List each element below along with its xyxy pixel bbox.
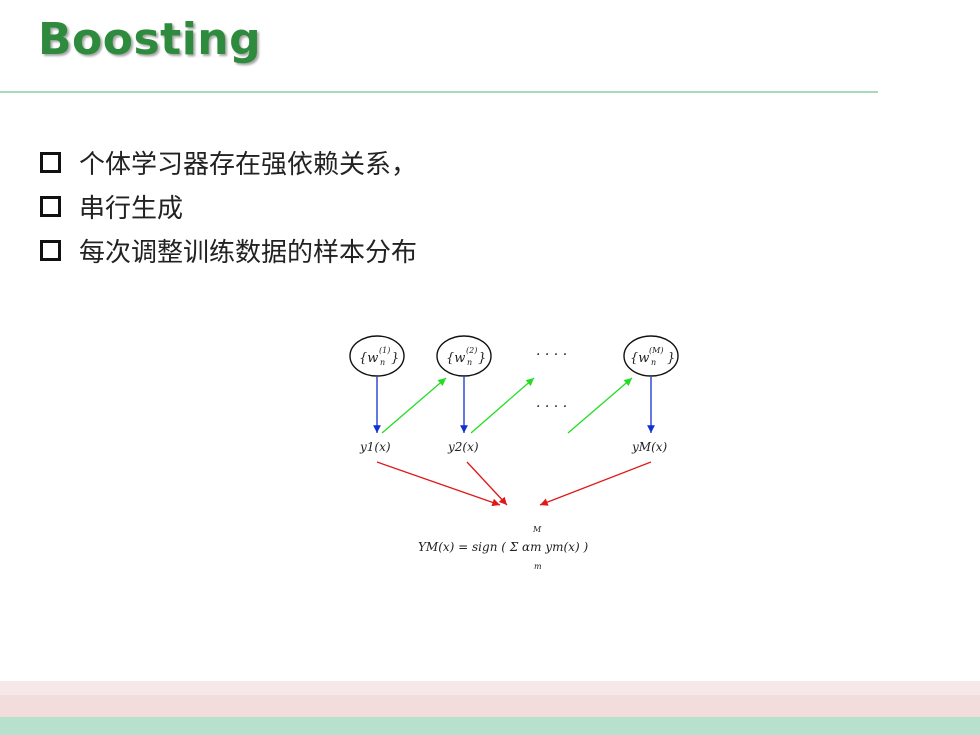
square-bullet-icon — [40, 195, 61, 217]
ellipsis-middle: · · · · — [536, 399, 567, 415]
sum-lower-limit: m — [534, 562, 542, 571]
square-bullet-icon — [40, 239, 61, 261]
bullet-text: 串行生成 — [79, 193, 184, 224]
footer-band — [0, 717, 980, 735]
bullet-item: 每次调整训练数据的样本分布 — [40, 228, 417, 272]
svg-text:}: } — [478, 351, 486, 366]
output-label-2: y2(x) — [447, 440, 479, 454]
weight-superscript: (M) — [649, 346, 663, 355]
weight-node-m: {w (M) n } — [623, 335, 679, 377]
slide-title: Boosting — [38, 14, 262, 65]
weight-subscript: n — [651, 358, 656, 367]
combine-arrow — [376, 461, 501, 507]
weight-label: {w — [630, 351, 649, 366]
footer-band — [0, 681, 980, 695]
svg-text:}: } — [667, 351, 675, 366]
weight-subscript: n — [467, 358, 472, 367]
weight-label: {w — [446, 351, 465, 366]
combine-arrow — [466, 461, 508, 506]
formula: YM(x) = sign ( Σ αm ym(x) ) M m — [418, 525, 588, 571]
output-label-1: y1(x) — [359, 440, 391, 454]
footer-band — [0, 695, 980, 717]
bullet-item: 串行生成 — [40, 184, 417, 228]
weight-node-1: {w (1) n } — [349, 335, 405, 377]
weight-label: {w — [359, 351, 378, 366]
weight-node-2: {w (2) n } — [436, 335, 492, 377]
forward-arrow — [381, 377, 447, 434]
ellipsis-top: · · · · — [536, 347, 567, 363]
weight-superscript: (2) — [466, 346, 477, 355]
forward-arrow — [567, 377, 633, 434]
output-label-m: yM(x) — [631, 440, 668, 454]
svg-text:}: } — [391, 351, 399, 366]
boosting-diagram: {w (1) n } {w (2) n } {w (M) n } · · · ·… — [340, 325, 685, 580]
bullet-text: 每次调整训练数据的样本分布 — [79, 237, 418, 268]
bullet-item: 个体学习器存在强依赖关系， — [40, 140, 417, 184]
sum-upper-limit: M — [532, 525, 542, 534]
formula-text: YM(x) = sign ( Σ αm ym(x) ) — [418, 540, 588, 554]
weight-superscript: (1) — [379, 346, 390, 355]
bullet-text: 个体学习器存在强依赖关系， — [79, 149, 418, 180]
bullet-list: 个体学习器存在强依赖关系， 串行生成 每次调整训练数据的样本分布 — [40, 140, 417, 272]
square-bullet-icon — [40, 151, 61, 173]
forward-arrow — [470, 377, 535, 434]
combine-arrow — [539, 461, 652, 506]
weight-subscript: n — [380, 358, 385, 367]
title-divider — [0, 91, 878, 93]
